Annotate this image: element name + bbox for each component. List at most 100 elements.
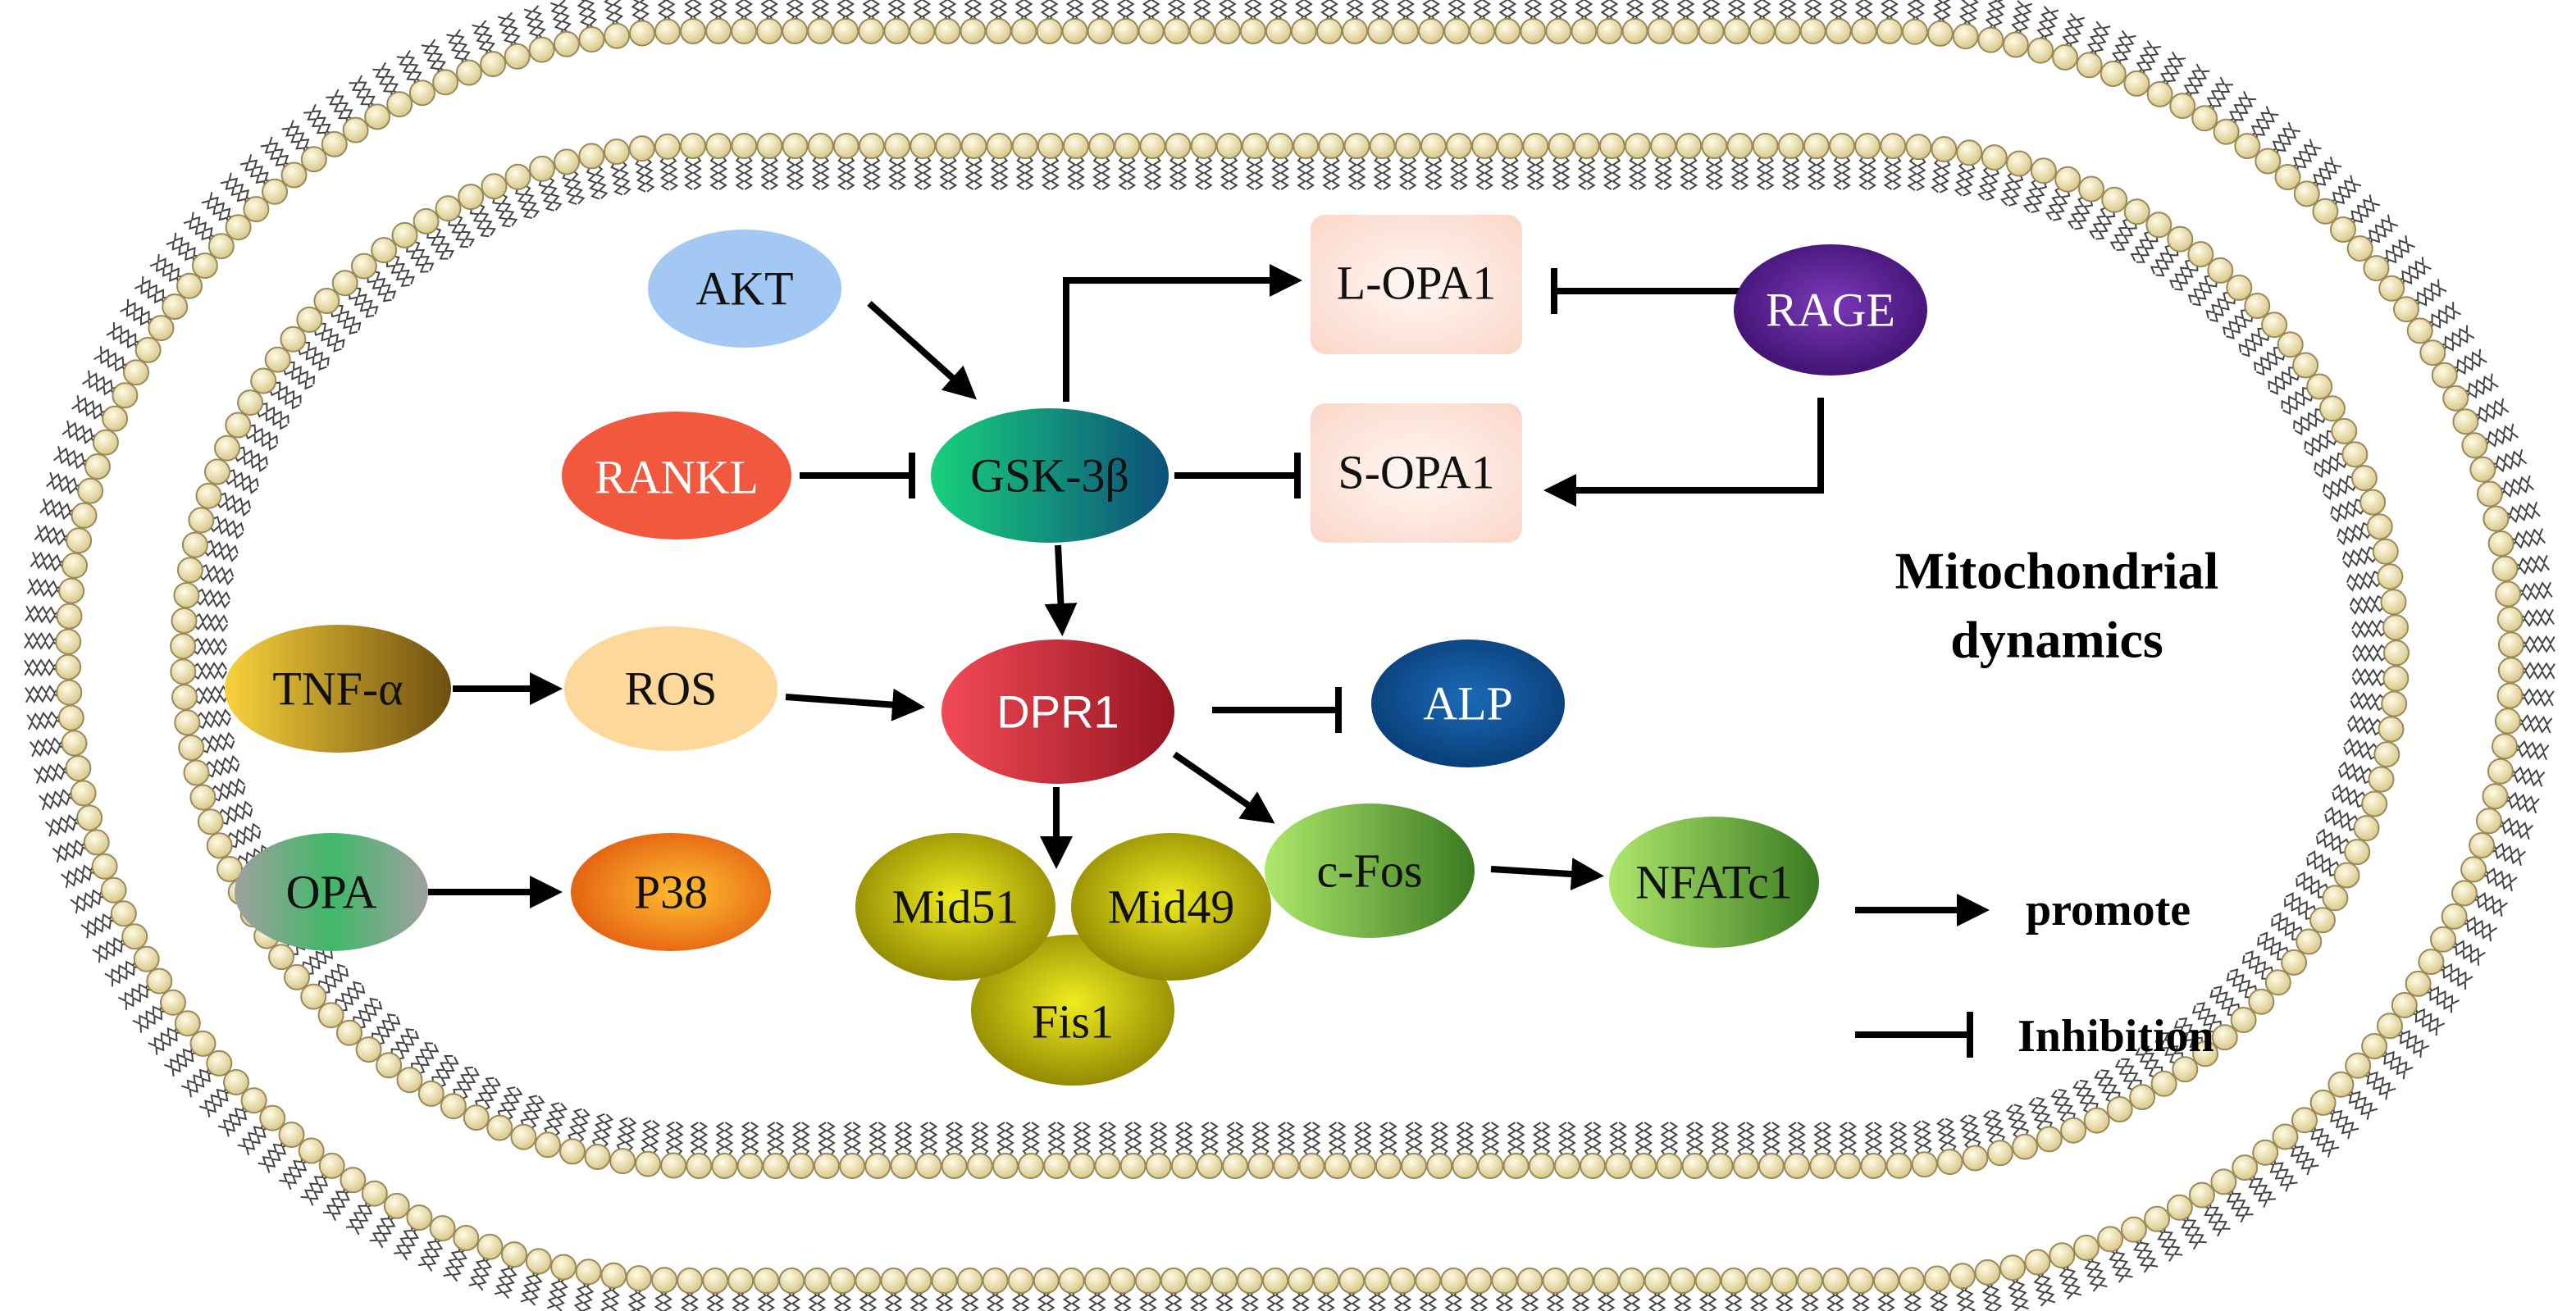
lipid-tail (2255, 353, 2286, 376)
lipid-tail (1260, 1122, 1270, 1156)
lipid-tail (331, 311, 358, 335)
lipid-tail (2337, 530, 2372, 546)
lipid-tail (2335, 182, 2362, 207)
lipid-tail (2347, 714, 2382, 727)
lipid-tail (595, 165, 609, 199)
lipid-tail (1915, 0, 1926, 22)
legend: promote Inhibition (1855, 885, 2214, 1062)
lipid-tail (972, 0, 983, 21)
lipid-tail (1775, 1291, 1785, 1311)
lipid-tail (1126, 156, 1137, 190)
lipid-tail (41, 795, 75, 811)
lipid-head (2381, 690, 2408, 717)
lipid-head (934, 18, 961, 44)
lipid-tail (2238, 327, 2264, 353)
lipid-tail (1654, 156, 1664, 190)
lipid-tail (2476, 406, 2510, 423)
lipid-tail (2008, 1278, 2022, 1311)
lipid-tail (1702, 0, 1712, 21)
lipid-tail (2288, 1146, 2311, 1176)
lipid-tail (1885, 1291, 1895, 1311)
lipid-head (55, 653, 82, 681)
lipid-tail (1557, 1122, 1568, 1156)
lipid-head (174, 1010, 201, 1037)
lipid-tail (1781, 156, 1792, 190)
lipid-head (181, 531, 208, 558)
lipid-tail (1736, 1122, 1747, 1156)
lipid-head (2083, 1107, 2110, 1134)
lipid-tail (217, 1104, 244, 1130)
lipid-tail (841, 1291, 852, 1311)
lipid-tail (26, 711, 61, 723)
lipid-tail (198, 717, 231, 730)
lipid-tail (1266, 1291, 1276, 1311)
lipid-tail (1328, 1122, 1338, 1156)
diagram-title: Mitochondrial dynamics (1895, 542, 2219, 669)
lipid-tail (373, 271, 397, 299)
lipid-tail (2095, 211, 2116, 240)
lipid-head (2487, 530, 2514, 557)
lipid-tail (1397, 0, 1407, 21)
node-dpr1: DPR1 (941, 640, 1174, 784)
lipid-head (1885, 1152, 1913, 1179)
lipid-tail (1938, 1288, 1949, 1311)
lipid-tail (2324, 813, 2355, 831)
lipid-head (1466, 1268, 1493, 1294)
lipid-head (2419, 339, 2446, 366)
lipid-tail (1992, 0, 2006, 31)
lipid-head (600, 1262, 627, 1289)
lipid-head (1796, 1268, 1823, 1294)
lipid-tail (209, 192, 234, 218)
lipid-tail (1254, 156, 1264, 190)
lipid-tail (2296, 877, 2324, 899)
lipid-tail (1481, 0, 1492, 21)
lipid-tail (2396, 1034, 2423, 1058)
lipid-tail (635, 158, 646, 193)
lipid-tail (268, 136, 291, 166)
lipid-tail (24, 667, 58, 677)
lipid-head (2469, 456, 2496, 483)
lipid-tail (81, 378, 115, 396)
lipid-tail (2352, 644, 2387, 654)
lipid-tail (1659, 0, 1670, 21)
lipid-head (1593, 1268, 1620, 1294)
lipid-tail (2257, 936, 2283, 961)
lipid-tail (2234, 98, 2257, 125)
lipid-tail (718, 0, 727, 21)
lipid-tail (1762, 1122, 1772, 1156)
edge-rage-sopa1 (1543, 398, 1824, 507)
lipid-head (2049, 1242, 2076, 1269)
lipid-tail (1915, 157, 1926, 192)
lipid-tail (1860, 1291, 1870, 1311)
lipid-head (578, 143, 605, 170)
lipid-head (61, 730, 88, 757)
node-ros: ROS (564, 626, 777, 751)
lipid-tail (2440, 325, 2469, 346)
lipid-tail (819, 156, 830, 190)
lipid-tail (1311, 1122, 1321, 1156)
lipid-head (985, 18, 1012, 44)
lipid-head (355, 1036, 382, 1063)
lipid-tail (468, 1254, 486, 1286)
lipid-tail (1165, 1291, 1174, 1311)
lipid-tail (2350, 1088, 2378, 1113)
lipid-tail (715, 1122, 726, 1156)
lipid-tail (1402, 1291, 1412, 1311)
lipid-tail (2332, 1107, 2359, 1131)
lipid-tail (2314, 452, 2344, 471)
lipid-head (1010, 18, 1037, 44)
lipid-head (1630, 1153, 1657, 1179)
lipid-head (832, 133, 859, 159)
lipid-head (2211, 1024, 2238, 1051)
lipid-head (1522, 133, 1549, 159)
lipid-head (2346, 235, 2373, 262)
lipid-tail (641, 1119, 652, 1154)
lipid-head (1901, 18, 1928, 45)
lipid-head (2497, 631, 2524, 658)
lipid-tail (544, 1102, 560, 1134)
lipid-tail (2192, 280, 2218, 307)
lipid-tail (692, 0, 702, 21)
lipid-tail (24, 631, 58, 642)
lipid-tail (1959, 1114, 1973, 1149)
lipid-head (160, 989, 186, 1016)
